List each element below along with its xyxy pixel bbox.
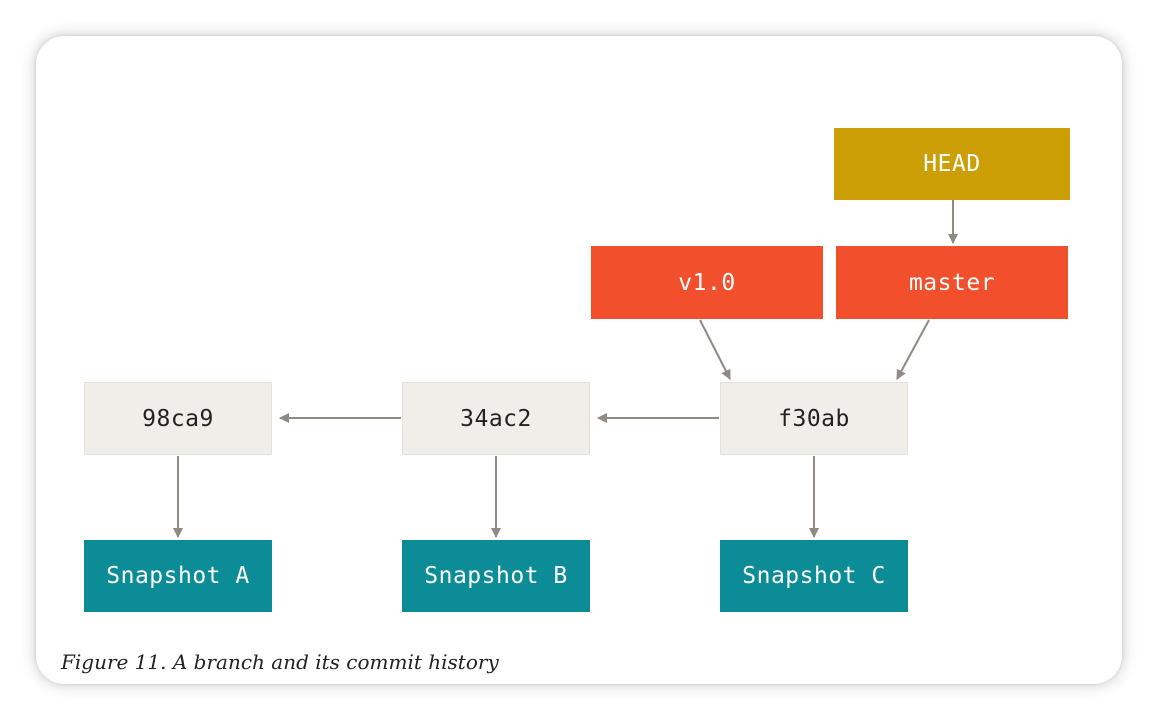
figure-caption: Figure 11. A branch and its commit histo… [61,650,499,674]
snapshot-b: Snapshot B [402,540,590,612]
commit-98ca9: 98ca9 [84,382,272,455]
snapshot-a: Snapshot A [84,540,272,612]
snapshot-c: Snapshot C [720,540,908,612]
tag-v1-0: v1.0 [591,246,823,319]
arrow-v1-to-f30ab [699,319,731,380]
commit-34ac2: 34ac2 [402,382,590,455]
branch-master: master [836,246,1068,319]
commit-f30ab: f30ab [720,382,908,455]
head-pointer: HEAD [834,128,1070,200]
arrow-master-to-f30ab [896,319,930,380]
